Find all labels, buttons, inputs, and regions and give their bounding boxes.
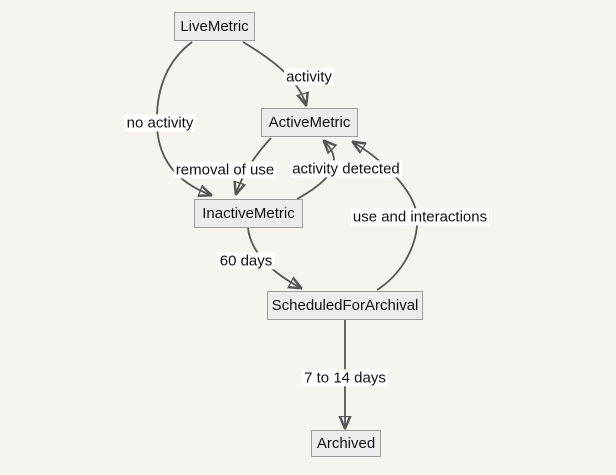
edge-label-no-activity: no activity bbox=[124, 114, 196, 132]
node-archived: Archived bbox=[311, 430, 381, 457]
edge-label-use-and-interactions: use and interactions bbox=[350, 208, 490, 226]
edge-label-7-to-14-days: 7 to 14 days bbox=[302, 369, 388, 387]
edge-label-60-days: 60 days bbox=[217, 252, 275, 270]
edge-label-activity-detected: activity detected bbox=[290, 160, 402, 178]
edge-label-activity: activity bbox=[284, 68, 334, 86]
edge-livemetric-activemetric bbox=[242, 41, 306, 105]
node-activemetric: ActiveMetric bbox=[261, 108, 358, 137]
edge-label-removal-of-use: removal of use bbox=[173, 161, 277, 179]
node-scheduledforarchival: ScheduledForArchival bbox=[267, 291, 423, 320]
node-inactivemetric: InactiveMetric bbox=[194, 199, 303, 228]
node-livemetric: LiveMetric bbox=[174, 12, 255, 41]
